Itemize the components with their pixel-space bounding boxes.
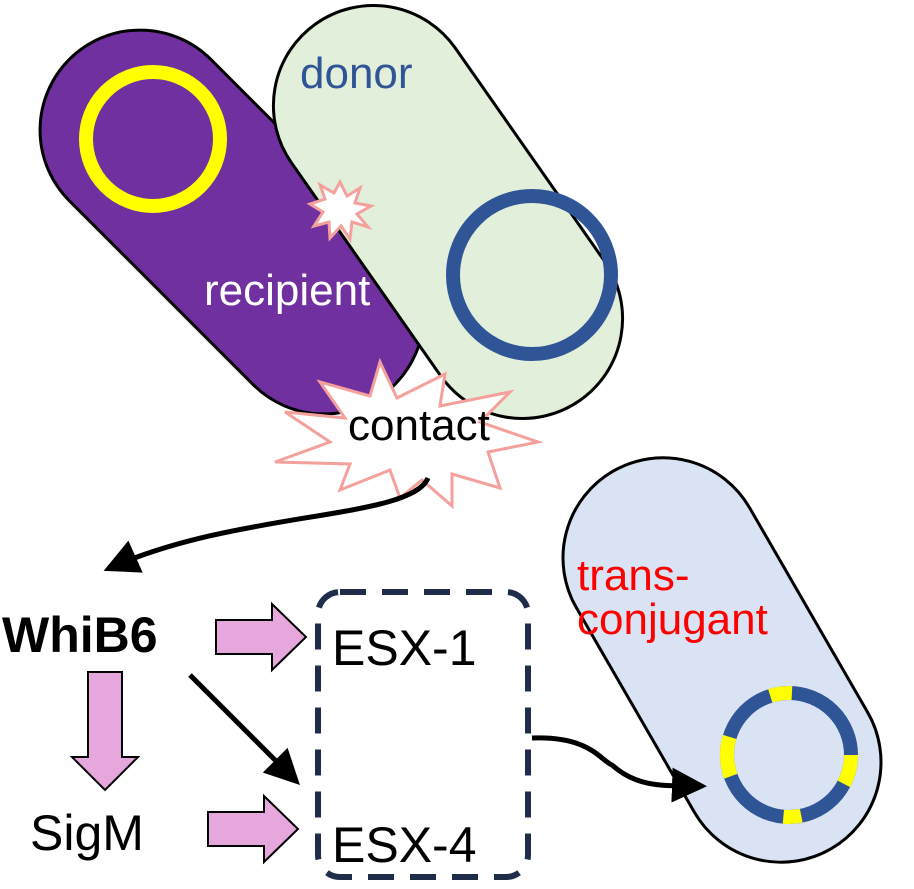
contact-burst [274, 357, 544, 510]
whib6-to-esx1-arrow [215, 601, 308, 673]
whib6-to-esx4-arrow [188, 673, 300, 785]
donor-cell [271, 4, 625, 420]
esx-box [315, 589, 531, 880]
esx1-label: ESX-1 [332, 620, 477, 676]
sigm-to-esx4-arrow [207, 793, 300, 865]
donor-plasmid [446, 189, 618, 361]
esx4-label: ESX-4 [332, 817, 477, 873]
transconjugant-cell [561, 456, 883, 864]
recipient-plasmid [79, 65, 227, 213]
sigm-label: SigM [30, 805, 144, 861]
transconjugant-label-line1: trans- [577, 551, 689, 600]
whib6-to-sigm-arrow [69, 671, 141, 792]
recipient-label: recipient [204, 266, 370, 315]
contact-to-whib6-arrow [103, 476, 431, 573]
donor-label: donor [300, 49, 413, 98]
transconjugant-label-line2: conjugant [577, 595, 768, 644]
transconjugant-plasmid-marks [720, 686, 858, 824]
whib6-label: WhiB6 [2, 607, 158, 663]
contact-label: contact [348, 401, 490, 450]
small-contact-burst [306, 178, 376, 244]
esx-to-transconjugant-arrow [531, 735, 707, 803]
